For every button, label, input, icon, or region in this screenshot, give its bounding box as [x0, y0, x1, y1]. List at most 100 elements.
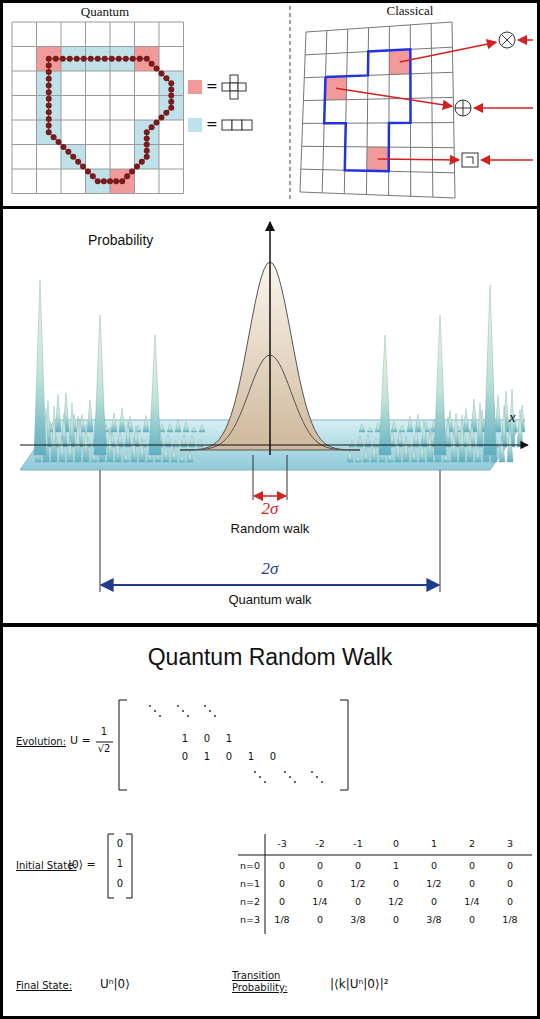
divider	[290, 6, 291, 202]
matrix-dots	[294, 781, 296, 783]
table-cell: 1/8	[502, 914, 517, 925]
matrix-dots	[321, 781, 323, 783]
loop-dot	[168, 93, 174, 99]
panel-heading: Quantum Random Walk	[148, 644, 393, 672]
small-spike	[499, 437, 505, 462]
matrix-entry: 0	[204, 733, 210, 745]
small-spike	[507, 423, 513, 462]
peak-spike	[379, 335, 391, 455]
signal-arrow	[378, 158, 459, 160]
loop-dot	[116, 56, 122, 62]
table-header: -3	[277, 838, 286, 849]
table-cell: 0	[469, 860, 475, 871]
small-spike	[125, 422, 131, 447]
table-rule	[265, 834, 266, 934]
peak-spike	[484, 285, 496, 455]
matrix-dots	[316, 776, 318, 778]
grid-line	[36, 22, 37, 194]
vector-entry: 0	[117, 878, 123, 890]
matrix-entry: 1	[204, 751, 210, 763]
table-cell: 0	[317, 914, 323, 925]
blue-cell	[159, 71, 184, 96]
table-header: 3	[507, 838, 513, 849]
loop-dot	[163, 110, 169, 116]
equals-sign: =	[206, 116, 218, 133]
small-spike	[59, 436, 65, 462]
red-cell	[37, 47, 62, 72]
loop-dot	[46, 76, 52, 82]
vector-entry: 0	[117, 838, 123, 850]
three-box-shape	[242, 120, 252, 130]
red-cell	[110, 169, 135, 194]
matrix-dots	[284, 771, 286, 773]
table-cell: 3/8	[426, 914, 441, 925]
loop-dot	[119, 178, 125, 184]
matrix-entry: 0	[226, 751, 232, 763]
grid-line	[183, 22, 184, 194]
fraction-bar	[96, 742, 113, 743]
small-spike	[83, 424, 89, 462]
panel-title: Quantum	[81, 4, 129, 20]
table-cell: 0	[469, 878, 475, 889]
loop-dot	[60, 144, 66, 150]
signal-arrow	[400, 42, 496, 62]
walk-label: Quantum walk	[228, 592, 311, 608]
loop-path	[324, 49, 410, 171]
peak-spike	[34, 280, 46, 455]
loop-dot	[168, 99, 174, 105]
loop-dot	[46, 96, 52, 102]
math-text: √2	[98, 743, 111, 755]
table-row-label: n=0	[240, 860, 260, 871]
small-spike	[477, 403, 483, 447]
red-cell	[325, 76, 347, 100]
loop-dot	[144, 56, 150, 62]
loop-dot	[130, 56, 136, 62]
small-spike	[371, 444, 377, 462]
matrix-entry: 1	[248, 751, 254, 763]
math-text: |0⟩ =	[68, 858, 96, 871]
axis-label: Probability	[88, 232, 153, 249]
small-spike	[411, 448, 417, 462]
loop-dot	[46, 56, 52, 62]
small-spike	[367, 427, 373, 432]
table-cell: 0	[507, 860, 513, 871]
small-spike	[75, 416, 81, 462]
loop-dot	[129, 168, 135, 174]
matrix-bracket	[119, 700, 127, 790]
loop-dot	[95, 178, 101, 184]
math-text: 1	[101, 726, 107, 738]
small-spike	[139, 439, 145, 462]
panel	[3, 627, 537, 1016]
sigma-label: 2σ	[262, 559, 279, 579]
table-cell: 1/2	[388, 896, 403, 907]
loop-dot	[139, 159, 145, 165]
panel	[3, 209, 537, 623]
table-cell: 0	[469, 914, 475, 925]
small-spike	[407, 416, 413, 432]
blue-swatch	[188, 118, 202, 132]
peak-spike	[94, 315, 106, 455]
matrix-dots	[177, 705, 179, 707]
loop-dot	[46, 62, 52, 68]
loop-dot	[80, 164, 86, 170]
circuit-symbol	[455, 100, 471, 116]
loop-dot	[56, 139, 62, 145]
small-spike	[355, 455, 361, 462]
loop-dot	[46, 89, 52, 95]
math-text: |⟨k|Uⁿ|0⟩|²	[330, 977, 389, 991]
blue-cell	[159, 96, 184, 121]
matrix-dots	[149, 705, 151, 707]
matrix-dots	[187, 715, 189, 717]
matrix-entry: 1	[182, 733, 188, 745]
small-spike	[421, 421, 427, 447]
x-axis	[20, 444, 528, 445]
table-cell: 0	[393, 914, 399, 925]
circuit-symbol	[499, 32, 515, 48]
table-cell: 0	[279, 878, 285, 889]
matrix-dots	[209, 710, 211, 712]
section-label: Final State:	[16, 980, 72, 992]
sigma-guide	[253, 455, 254, 500]
vector-bracket	[126, 834, 132, 898]
grid-line	[306, 22, 452, 32]
matrix-dots	[154, 710, 156, 712]
